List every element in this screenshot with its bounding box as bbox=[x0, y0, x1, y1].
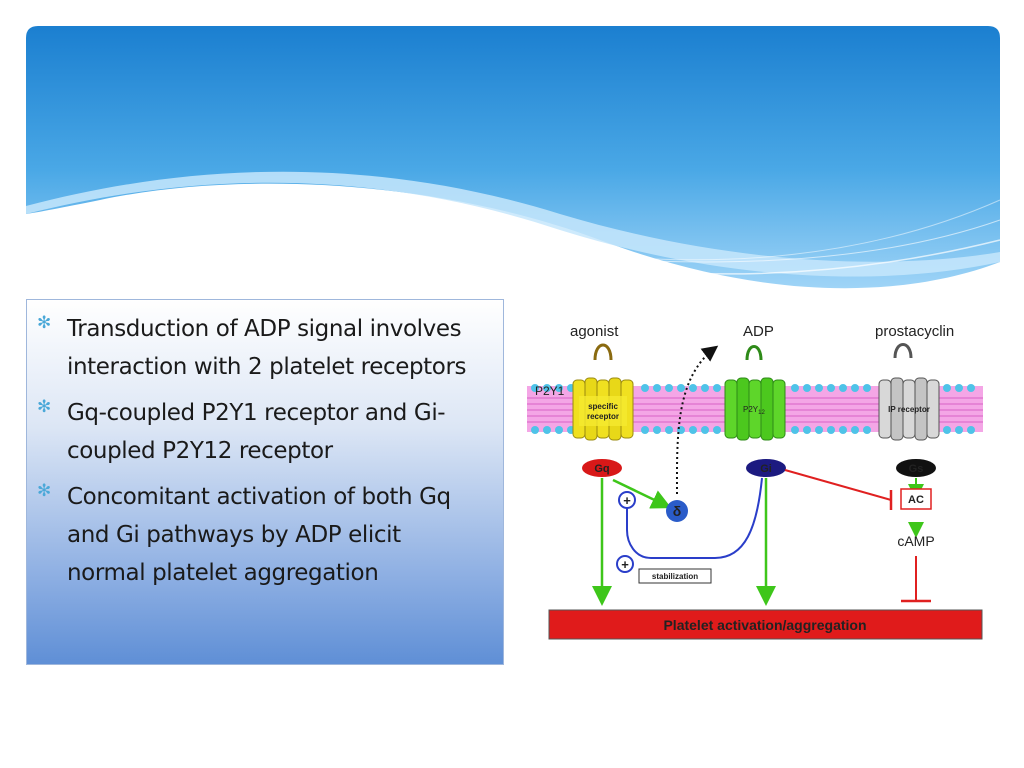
platelet-signaling-diagram: agonist ADP prostacyclin P2Y1 specific r… bbox=[527, 323, 983, 640]
asterisk-bullet-icon: ✻ bbox=[37, 313, 52, 333]
gq-to-delta-arrow bbox=[612, 478, 672, 509]
prostacyclin-label: prostacyclin bbox=[875, 323, 954, 340]
bullet-text: Concomitant activation of both Gq and Gi… bbox=[67, 484, 451, 586]
svg-text:AC: AC bbox=[908, 494, 924, 506]
bullet-text: Transduction of ADP signal involves inte… bbox=[67, 316, 467, 380]
specific-receptor-label-line1: specific bbox=[588, 402, 618, 411]
camp-label: cAMP bbox=[897, 533, 934, 549]
p2y12-receptor: P2Y12 bbox=[724, 345, 786, 441]
asterisk-bullet-icon: ✻ bbox=[37, 397, 52, 417]
svg-text:δ: δ bbox=[673, 503, 682, 519]
plus-icon: + bbox=[616, 555, 634, 573]
bullet-item: ✻ Gq-coupled P2Y1 receptor and Gi-couple… bbox=[37, 394, 485, 470]
plus-icon: + bbox=[618, 491, 636, 509]
adp-label: ADP bbox=[743, 323, 774, 340]
svg-text:Gi: Gi bbox=[760, 463, 772, 475]
asterisk-bullet-icon: ✻ bbox=[37, 481, 52, 501]
svg-text:Gq: Gq bbox=[594, 463, 609, 475]
p2y1-label: P2Y1 bbox=[535, 384, 565, 398]
bullet-text: Gq-coupled P2Y1 receptor and Gi-coupled … bbox=[67, 400, 446, 464]
bullet-item: ✻ Transduction of ADP signal involves in… bbox=[37, 310, 485, 386]
svg-text:+: + bbox=[621, 557, 629, 572]
bullet-text-panel: ✻ Transduction of ADP signal involves in… bbox=[26, 299, 504, 665]
ac-box: AC bbox=[900, 488, 932, 510]
svg-text:stabilization: stabilization bbox=[652, 572, 698, 581]
bullet-list: ✻ Transduction of ADP signal involves in… bbox=[37, 310, 485, 592]
specific-receptor-label-line2: receptor bbox=[587, 412, 619, 421]
ip-receptor: IP receptor bbox=[878, 343, 940, 441]
delta-granule: δ bbox=[666, 500, 688, 522]
gs-protein: Gs bbox=[896, 459, 936, 477]
gi-inhibits-ac-line bbox=[784, 469, 892, 501]
bullet-item: ✻ Concomitant activation of both Gq and … bbox=[37, 478, 485, 592]
p2y12-label: P2Y12 bbox=[743, 405, 765, 416]
header-wave-banner bbox=[26, 26, 1001, 289]
stabilization-box: stabilization bbox=[638, 568, 712, 584]
stabilization-loop bbox=[626, 477, 763, 559]
svg-text:+: + bbox=[623, 493, 631, 508]
ip-receptor-label: IP receptor bbox=[888, 405, 930, 414]
svg-text:Gs: Gs bbox=[909, 463, 924, 475]
svg-text:Platelet activation/aggregatio: Platelet activation/aggregation bbox=[663, 617, 866, 633]
specific-receptor: specific receptor bbox=[572, 343, 634, 441]
gi-protein: Gi bbox=[746, 459, 786, 477]
gq-protein: Gq bbox=[582, 459, 622, 477]
platelet-activation-bar: Platelet activation/aggregation bbox=[548, 609, 983, 640]
agonist-label: agonist bbox=[570, 323, 619, 340]
